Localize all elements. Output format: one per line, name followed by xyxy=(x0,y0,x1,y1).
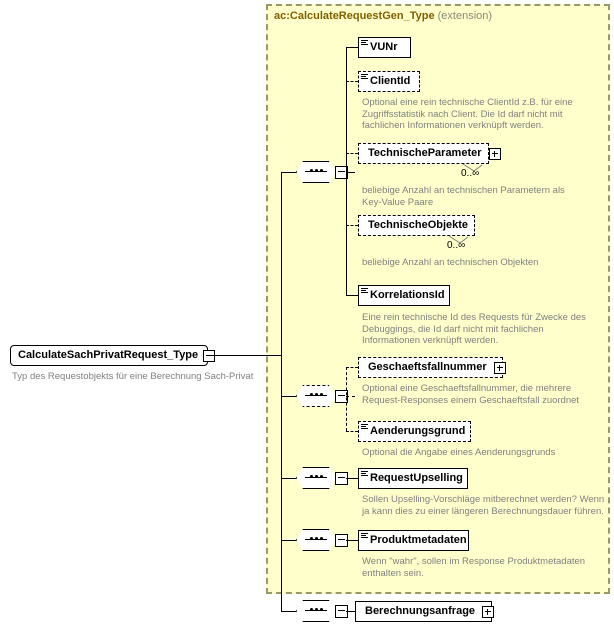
element-berechnungsanfrage-expand-plus-icon[interactable] xyxy=(482,605,495,618)
element-korrelationsid[interactable]: KorrelationsId xyxy=(358,285,450,306)
element-produktmetadaten[interactable]: Produktmetadaten xyxy=(358,530,469,551)
requestupselling-connector xyxy=(346,478,358,479)
sequence-octagon xyxy=(296,161,336,183)
element-korrelationsid-label: KorrelationsId xyxy=(370,289,445,301)
sequence-dot xyxy=(315,393,318,396)
element-geschaeftsfallnummer-expand-plus-icon[interactable] xyxy=(493,361,506,374)
element-geschaeftsfallnummer[interactable]: Geschaeftsfallnummer xyxy=(358,357,506,378)
technischeparameter-repeat-curl xyxy=(462,163,484,173)
element-aenderungsgrund-label: Aenderungsgrund xyxy=(370,425,466,437)
element-berechnungsanfrage[interactable]: Berechnungsanfrage xyxy=(355,601,495,622)
sequence-dot xyxy=(320,169,323,172)
clientid-connector xyxy=(346,81,358,82)
berechnungsanfrage-connector xyxy=(346,611,355,612)
vunr-connector xyxy=(346,47,358,48)
element-technischeobjekte-label: TechnischeObjekte xyxy=(368,219,469,231)
group-4-stub-line xyxy=(281,540,296,541)
aenderungsgrund-connector xyxy=(346,431,358,432)
element-technischeparameter-label: TechnischeParameter xyxy=(368,147,482,159)
produktmetadaten-connector xyxy=(346,540,358,541)
element-requestupselling-label: RequestUpselling xyxy=(370,472,463,484)
element-technischeobjekte-documentation: beliebige Anzahl an technischen Objekten xyxy=(362,257,539,268)
element-clientid-label: ClientId xyxy=(370,75,411,87)
element-clientid[interactable]: ClientId xyxy=(358,71,420,92)
group-1-stub-line xyxy=(281,172,296,173)
sequence-dot xyxy=(310,475,313,478)
korrelationsid-connector xyxy=(346,295,358,296)
element-icon xyxy=(361,471,368,477)
element-clientid-documentation: Optional eine rein technische ClientId z… xyxy=(362,97,573,131)
group-5-sequence-icon[interactable] xyxy=(296,600,349,625)
element-icon xyxy=(361,424,368,430)
element-vunr-label: VUNr xyxy=(370,41,398,53)
group-2-branch-trunk xyxy=(346,367,347,431)
sequence-dot xyxy=(315,608,318,611)
element-vunr[interactable]: VUNr xyxy=(358,37,411,58)
group-2-sequence-icon[interactable] xyxy=(296,385,349,410)
group-1-branch-trunk xyxy=(346,47,347,296)
sequence-dot xyxy=(310,169,313,172)
sequence-dot xyxy=(320,537,323,540)
sequence-dot xyxy=(315,475,318,478)
element-geschaeftsfallnummer-documentation: Optional eine Geschaeftsfallnummer, die … xyxy=(362,383,580,406)
geschaeftsfallnummer-connector xyxy=(346,367,358,368)
sequence-dot xyxy=(320,475,323,478)
root-connector-line xyxy=(208,355,281,356)
element-technischeparameter[interactable]: TechnischeParameter xyxy=(358,143,501,164)
sequence-dot xyxy=(310,537,313,540)
technischeobjekte-connector xyxy=(346,225,358,226)
element-aenderungsgrund[interactable]: Aenderungsgrund xyxy=(358,421,471,442)
element-technischeparameter-documentation: beliebige Anzahl an technischen Paramete… xyxy=(362,185,565,208)
group-3-stub-line xyxy=(281,478,296,479)
sequence-dot xyxy=(310,393,313,396)
element-technischeparameter-expand-plus-icon[interactable] xyxy=(488,147,501,160)
extension-title: ac:CalculateRequestGen_Type (extension) xyxy=(274,10,492,22)
sequence-dot xyxy=(315,169,318,172)
group-1-branch-stub xyxy=(346,172,355,173)
main-trunk-line xyxy=(281,172,282,611)
sequence-dot xyxy=(320,608,323,611)
sequence-dot xyxy=(315,537,318,540)
element-requestupselling[interactable]: RequestUpselling xyxy=(358,468,468,489)
element-icon xyxy=(361,40,368,46)
group-5-stub-line xyxy=(281,611,296,612)
element-icon xyxy=(361,288,368,294)
group-1-sequence-icon[interactable] xyxy=(296,161,349,186)
element-requestupselling-documentation: Sollen Upselling-Vorschläge mitberechnet… xyxy=(362,494,605,517)
extension-type-kind: (extension) xyxy=(437,10,493,22)
technischeobjekte-repeat-curl xyxy=(448,235,470,245)
element-berechnungsanfrage-label: Berechnungsanfrage xyxy=(365,605,476,617)
sequence-octagon xyxy=(296,600,336,622)
element-technischeobjekte[interactable]: TechnischeObjekte xyxy=(358,215,475,236)
group-2-stub-line xyxy=(281,396,296,397)
element-produktmetadaten-label: Produktmetadaten xyxy=(370,534,467,546)
element-korrelationsid-documentation: Eine rein technische Id des Requests für… xyxy=(362,312,586,346)
group-4-sequence-icon[interactable] xyxy=(296,529,349,554)
sequence-dot xyxy=(320,393,323,396)
element-produktmetadaten-documentation: Wenn "wahr", sollen im Response Produktm… xyxy=(362,556,586,579)
root-node-label: CalculateSachPrivatRequest_Type xyxy=(18,349,199,361)
element-technischeparameter-cardinality: 0..∞ xyxy=(461,168,480,179)
element-technischeobjekte-cardinality: 0..∞ xyxy=(447,240,466,251)
root-node-documentation: Typ des Requestobjekts für eine Berechnu… xyxy=(12,371,254,382)
group-3-sequence-icon[interactable] xyxy=(296,467,349,492)
extension-type-name: ac:CalculateRequestGen_Type xyxy=(274,10,435,22)
sequence-octagon xyxy=(296,385,336,407)
element-icon xyxy=(361,74,368,80)
element-icon xyxy=(361,533,368,539)
root-complextype-node[interactable]: CalculateSachPrivatRequest_Type xyxy=(10,345,216,366)
sequence-octagon xyxy=(296,467,336,489)
element-geschaeftsfallnummer-label: Geschaeftsfallnummer xyxy=(368,361,487,373)
technischeparameter-connector xyxy=(346,153,358,154)
group-2-branch-stub xyxy=(346,396,355,397)
sequence-octagon xyxy=(296,529,336,551)
sequence-dot xyxy=(310,608,313,611)
element-aenderungsgrund-documentation: Optional die Angabe eines Aenderungsgrun… xyxy=(362,447,556,458)
